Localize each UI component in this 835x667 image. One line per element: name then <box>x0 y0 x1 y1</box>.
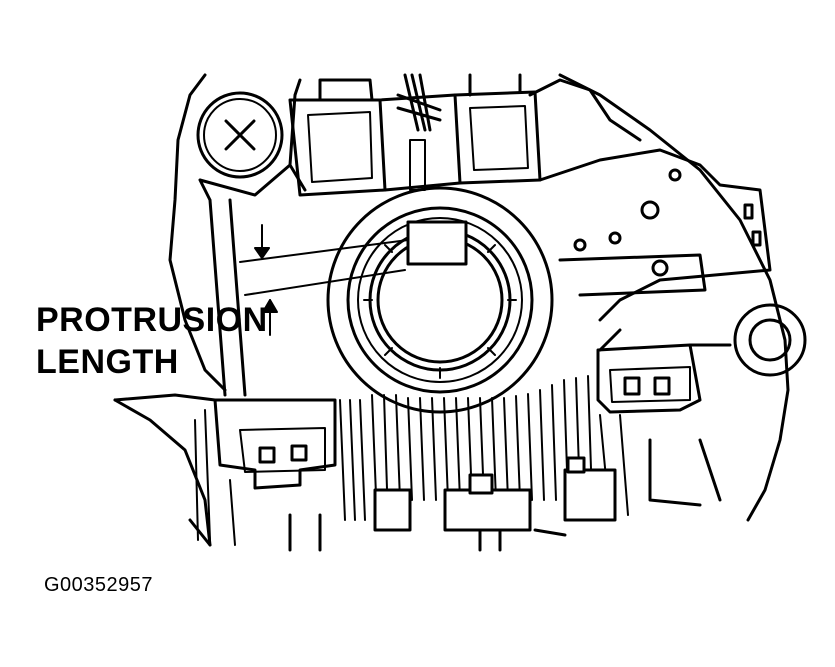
right-boss <box>733 303 807 377</box>
right-plate <box>528 78 772 322</box>
figure-id: G00352957 <box>44 574 154 596</box>
screw <box>196 91 284 179</box>
protrusion-label-line1: PROTRUSION <box>36 301 268 339</box>
left-bracket <box>198 78 307 397</box>
terminals <box>288 438 722 552</box>
lower-connector-left <box>213 398 337 490</box>
housing-outline <box>113 73 790 547</box>
wire-bundle <box>396 73 442 191</box>
protrusion-label-line2: LENGTH <box>36 343 179 381</box>
brush <box>406 220 468 266</box>
housing-lower-arc <box>113 393 217 547</box>
cooling-fins <box>194 375 629 546</box>
protrusion-dimension <box>239 224 409 336</box>
lower-connector-right <box>596 328 732 414</box>
